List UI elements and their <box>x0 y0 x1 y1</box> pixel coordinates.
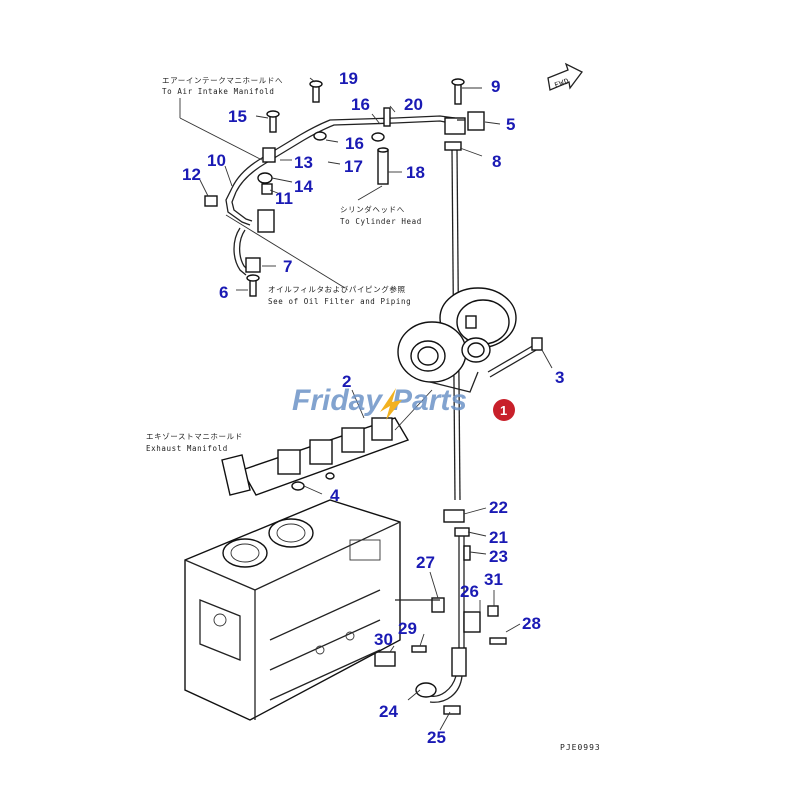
exhaust-note-en: Exhaust Manifold <box>146 444 228 453</box>
callout-3: 3 <box>555 368 564 387</box>
forward-direction-icon: FWD <box>547 62 583 91</box>
pipe-flange-upper <box>443 509 465 523</box>
oil-return-flange <box>415 682 437 698</box>
watermark-part1: Friday <box>292 384 383 417</box>
callout-23: 23 <box>489 547 508 566</box>
pipe-bracket <box>257 209 275 233</box>
callout-26: 26 <box>460 582 479 601</box>
cylinder-head-note-en: To Cylinder Head <box>340 217 422 226</box>
air-intake-note-en: To Air Intake Manifold <box>162 87 275 96</box>
drawing-code: PJE0993 <box>560 743 601 752</box>
callout-12: 12 <box>182 165 201 184</box>
callout-29: 29 <box>398 619 417 638</box>
spacer <box>261 183 273 195</box>
callout-17: 17 <box>344 157 363 176</box>
oil-pipe <box>374 141 507 715</box>
joint-fitting <box>262 147 276 163</box>
sensor-block <box>467 111 485 131</box>
callout-18: 18 <box>406 163 425 182</box>
callout-2: 2 <box>342 372 351 391</box>
callout-27: 27 <box>416 553 435 572</box>
callout-31: 31 <box>484 570 503 589</box>
callout-16b: 16 <box>345 134 364 153</box>
callout-15: 15 <box>228 107 247 126</box>
callout-25: 25 <box>427 728 446 747</box>
callout-19: 19 <box>339 69 358 88</box>
callout-20: 20 <box>404 95 423 114</box>
annotations: エアーインテークマニホールドへ To Air Intake Manifold シ… <box>146 76 601 752</box>
turbocharger <box>397 287 543 393</box>
callout-28: 28 <box>522 614 541 633</box>
watermark-logo: Friday Parts <box>292 384 467 420</box>
callout-1: 1 <box>500 403 507 418</box>
exhaust-manifold <box>221 389 433 496</box>
callout-numbers: 2 3 4 5 6 7 8 9 10 11 12 13 14 15 16 16 … <box>182 69 564 747</box>
callout-7: 7 <box>283 257 292 276</box>
fwd-label: FWD <box>553 76 571 90</box>
callout-10: 10 <box>207 151 226 170</box>
oil-filter-note-en: See of Oil Filter and Piping <box>268 297 411 306</box>
washer <box>257 172 273 184</box>
callout-24: 24 <box>379 702 398 721</box>
intake-piping-assembly <box>179 78 485 297</box>
callout-22: 22 <box>489 498 508 517</box>
manifold-flange <box>444 117 466 135</box>
callout-13: 13 <box>294 153 313 172</box>
bolt-icon <box>380 388 402 420</box>
callout-11: 11 <box>275 189 293 208</box>
oil-filter-note-jp: オイルフィルタおよびパイピング参照 <box>268 284 406 294</box>
callout-5: 5 <box>506 115 515 134</box>
callout-16a: 16 <box>351 95 370 114</box>
callout-6: 6 <box>219 283 228 302</box>
pipe-gasket <box>444 141 462 151</box>
cylinder-head-note-jp: シリンダヘッドへ <box>340 204 405 214</box>
cylinder-head-pipe <box>377 149 389 185</box>
engine-block <box>184 499 440 721</box>
leader-lines <box>199 77 553 731</box>
callout-21: 21 <box>489 528 508 547</box>
pipe-clamp <box>245 257 261 273</box>
air-intake-note-jp: エアーインテークマニホールドへ <box>162 76 283 85</box>
callout-14: 14 <box>294 177 313 196</box>
callout-9: 9 <box>491 77 500 96</box>
callout-30: 30 <box>374 630 393 649</box>
callout-8: 8 <box>492 152 501 171</box>
pipe-clamp-lower <box>463 611 481 633</box>
callout-4: 4 <box>330 486 340 505</box>
part-1-badge: 1 <box>493 399 515 421</box>
exhaust-note-jp: エキゾーストマニホールド <box>146 432 243 441</box>
watermark-part2: Parts <box>392 384 467 417</box>
